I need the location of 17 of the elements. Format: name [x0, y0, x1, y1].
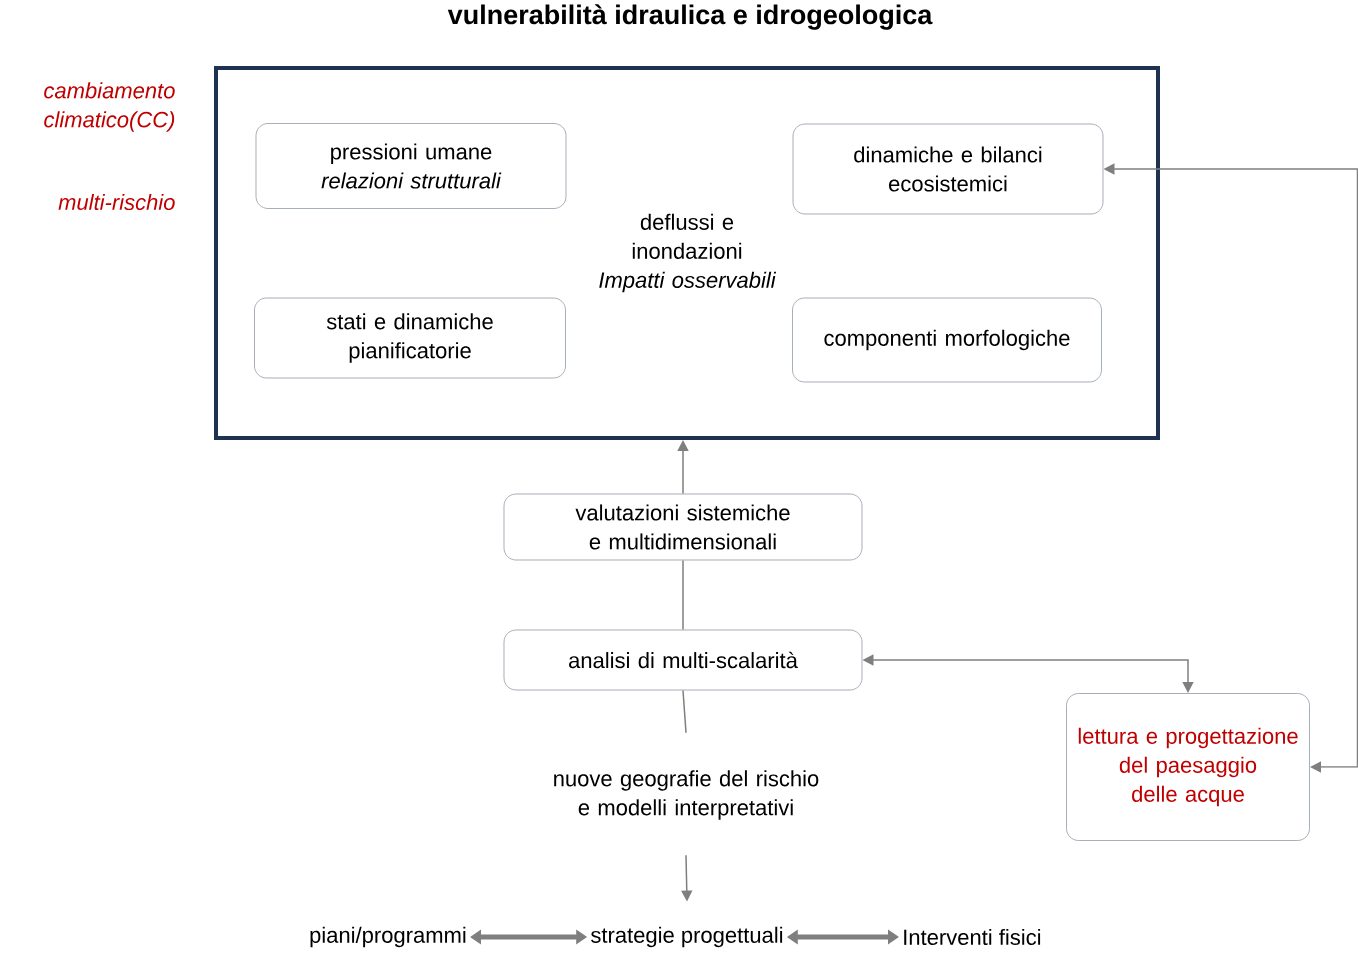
flow-text: nuove geografie del rischio e modelli interpretativi [541, 745, 831, 845]
side-note: cambiamento climatico(CC) [44, 82, 175, 132]
rounded-box: componenti morfologiche [792, 297, 1102, 383]
rounded-box: analisi di multi-scalarità [503, 629, 863, 691]
rounded-box: valutazioni sistemiche e multidimensionali [503, 493, 863, 561]
arrow [677, 440, 689, 495]
rounded-box: stati e dinamiche pianificatorie [254, 297, 566, 379]
rounded-box: lettura e progettazione del paesaggio delle acque [1066, 693, 1310, 841]
flow-text: piani/programmi [310, 926, 466, 948]
side-note: multi-rischio [58, 193, 175, 211]
connector-line [682, 689, 687, 734]
rounded-box: pressioni umane relazioni strutturali [255, 123, 567, 209]
connector-line [682, 559, 684, 631]
title: vulnerabilità idraulica e idrogeologica [447, 4, 933, 30]
rounded-box: dinamiche e bilanci ecosistemici [792, 123, 1104, 215]
flow-text: strategie progettuali [591, 926, 783, 948]
flow-text: Interventi fisici [904, 928, 1041, 946]
